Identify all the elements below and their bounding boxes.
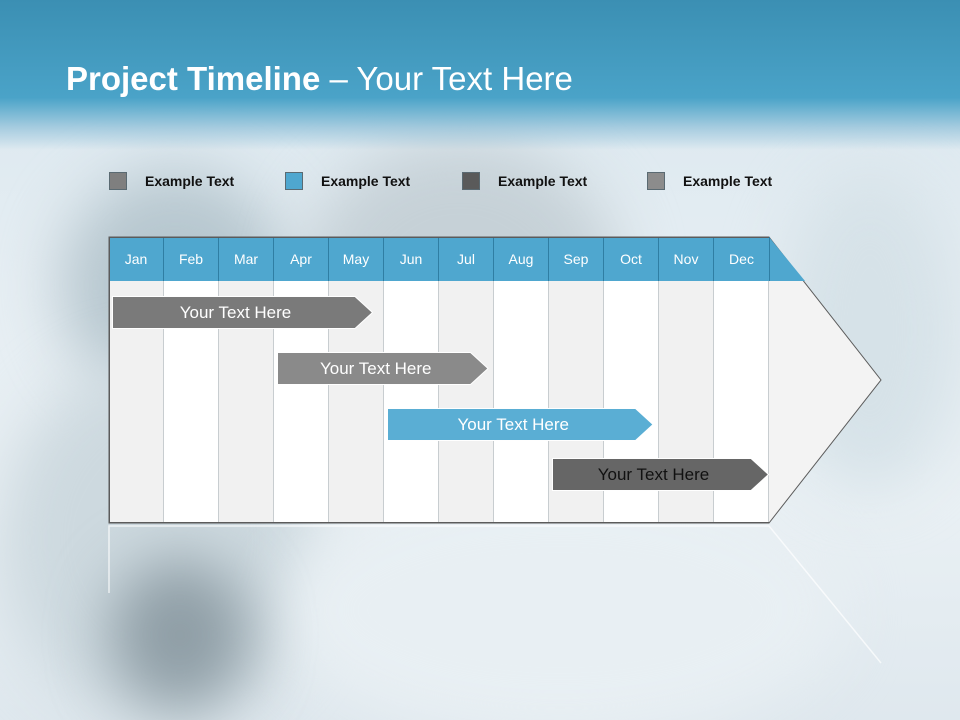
month-header-apr: Apr <box>274 237 329 281</box>
legend-swatch <box>647 172 665 190</box>
legend-label: Example Text <box>498 173 588 189</box>
legend-item: Example Text <box>462 170 587 192</box>
task-bar: Your Text Here <box>112 296 373 329</box>
month-header-nov: Nov <box>659 237 714 281</box>
month-column <box>439 281 494 523</box>
task-label: Your Text Here <box>319 358 432 378</box>
month-header-aug: Aug <box>494 237 549 281</box>
task-arrow <box>277 352 489 385</box>
month-column <box>494 281 549 523</box>
legend-label: Example Text <box>683 173 773 189</box>
arrow-reflection <box>108 525 882 664</box>
bg-shape <box>110 560 250 710</box>
month-column <box>384 281 439 523</box>
arrow-header-tip <box>769 237 805 281</box>
legend-item: Example Text <box>647 170 772 192</box>
legend-label: Example Text <box>321 173 411 189</box>
task-label: Your Text Here <box>457 414 569 434</box>
month-header-feb: Feb <box>164 237 219 281</box>
legend-swatch <box>462 172 480 190</box>
title-bold: Project Timeline <box>66 60 321 97</box>
slide-title: Project Timeline – Your Text Here <box>66 60 573 98</box>
title-rest: – Your Text Here <box>320 60 573 97</box>
month-header-jun: Jun <box>384 237 439 281</box>
legend-label: Example Text <box>145 173 235 189</box>
task-bar: Your Text Here <box>552 458 769 491</box>
task-arrow <box>552 458 769 491</box>
legend-item: Example Text <box>285 170 410 192</box>
task-label: Your Text Here <box>597 464 710 484</box>
task-bar: Your Text Here <box>387 408 654 441</box>
month-header-sep: Sep <box>549 237 604 281</box>
month-header-jan: Jan <box>109 237 164 281</box>
month-header-may: May <box>329 237 384 281</box>
legend-swatch <box>109 172 127 190</box>
month-header-oct: Oct <box>604 237 659 281</box>
task-label: Your Text Here <box>179 302 292 322</box>
task-arrow <box>387 408 654 441</box>
month-header-mar: Mar <box>219 237 274 281</box>
month-header-jul: Jul <box>439 237 494 281</box>
month-header-dec: Dec <box>714 237 770 281</box>
header-band <box>0 0 960 150</box>
legend-swatch <box>285 172 303 190</box>
task-bar: Your Text Here <box>277 352 489 385</box>
task-arrow <box>112 296 373 329</box>
legend-item: Example Text <box>109 170 234 192</box>
